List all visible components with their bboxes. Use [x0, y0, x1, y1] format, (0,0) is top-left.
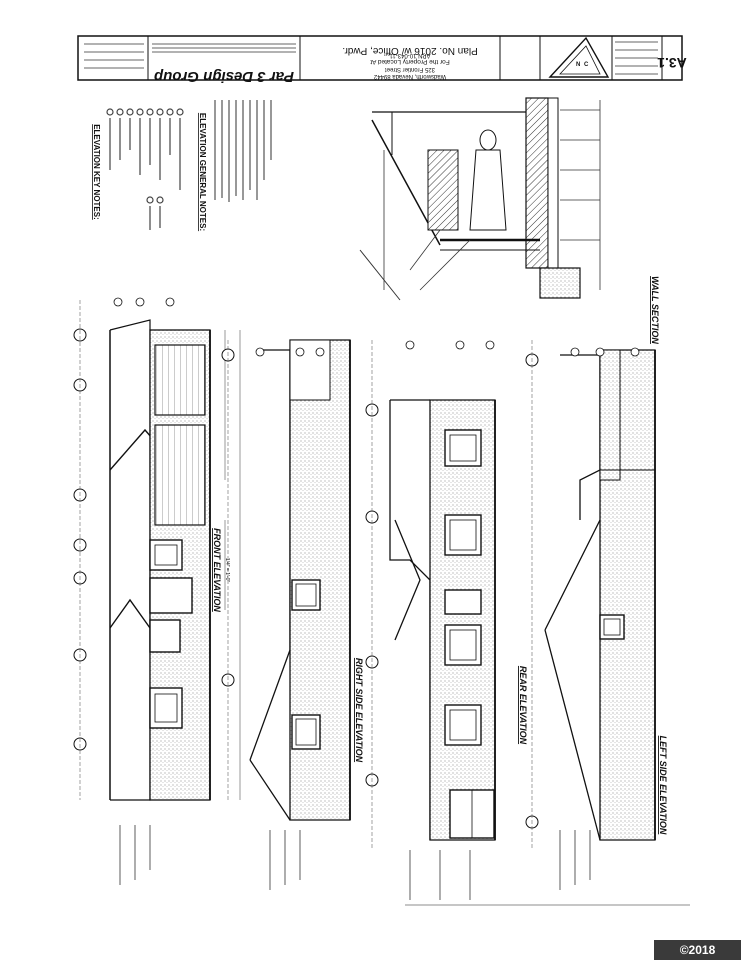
- elevation-general-notes-heading: ELEVATION GENERAL NOTES:: [198, 113, 207, 231]
- rear-elevation-drawing: [365, 340, 496, 850]
- copyright-badge: ©2018 NNRMLS: [654, 940, 741, 977]
- property-address-1: 325 Frontier Street: [385, 66, 435, 72]
- property-for-line: For the Property Located At: [370, 58, 450, 65]
- company-name: Par 3 Design Group: [154, 68, 294, 85]
- front-elevation-scale: 1/4" = 1'-0": [224, 558, 230, 583]
- wall-section-drawing: [359, 97, 601, 301]
- right-side-elevation-title: RIGHT SIDE ELEVATION: [354, 658, 364, 763]
- property-address-2: Wadsworth, Nevada 89442: [373, 73, 446, 79]
- plan-number: Plan No. 2016 w/ Office, Pwdr.: [342, 45, 477, 56]
- elevation-key-notes-heading: ELEVATION KEY NOTES:: [92, 124, 101, 220]
- right-side-elevation-drawing: [221, 339, 351, 821]
- dimension-strings: [119, 825, 690, 906]
- designer-logo: N C: [548, 36, 610, 78]
- left-side-elevation-title: LEFT SIDE ELEVATION: [658, 736, 668, 835]
- left-side-elevation-drawing: [525, 340, 656, 850]
- wall-section-title: WALL SECTION: [650, 276, 660, 344]
- sheet-number: A3.1: [657, 55, 687, 71]
- general-notes-list: [214, 100, 272, 202]
- title-block-border: [77, 35, 683, 81]
- property-apn: APN 10-043-11: [389, 52, 431, 58]
- plan-sheet: Par 3 Design Group Plan No. 2016 w/ Offi…: [73, 35, 690, 906]
- svg-text:C: C: [584, 62, 589, 68]
- front-elevation-title: FRONT ELEVATION: [212, 528, 222, 612]
- key-notes-list: [106, 108, 184, 230]
- svg-text:N: N: [576, 62, 580, 68]
- rear-elevation-title: REAR ELEVATION: [518, 666, 528, 745]
- front-elevation-drawing: [73, 297, 241, 801]
